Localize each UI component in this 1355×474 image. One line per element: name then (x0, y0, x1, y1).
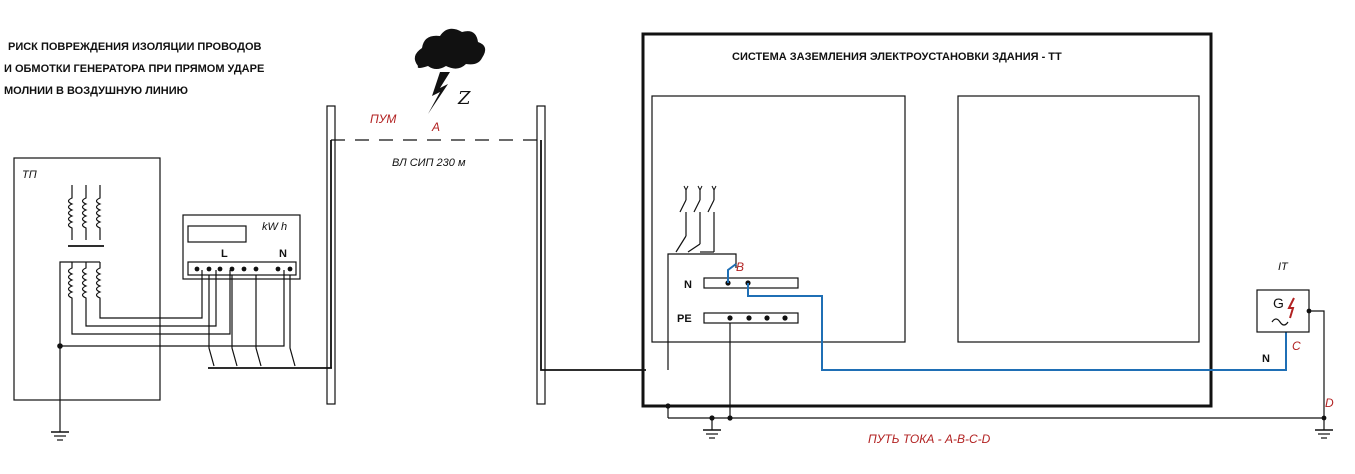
generator-system-label: IT (1278, 261, 1289, 273)
breakers (675, 185, 717, 253)
meter-unit: kW h (262, 221, 287, 233)
substation-label: ТП (22, 169, 37, 181)
point-a-label: A (431, 120, 440, 134)
spd-label: ПУМ (370, 112, 396, 126)
building-title: СИСТЕМА ЗАЗЕМЛЕНИЯ ЭЛЕКТРОУСТАНОВКИ ЗДАН… (732, 51, 1062, 63)
building-block (641, 32, 1213, 408)
title-line-1: РИСК ПОВРЕЖДЕНИЯ ИЗОЛЯЦИИ ПРОВОДОВ (8, 41, 262, 53)
title-line-2: И ОБМОТКИ ГЕНЕРАТОРА ПРИ ПРЯМОМ УДАРЕ (4, 63, 264, 75)
n-bus: N (684, 277, 799, 291)
title-line-3: МОЛНИИ В ВОЗДУШНУЮ ЛИНИЮ (4, 85, 188, 97)
current-path-caption: ПУТЬ ТОКА - A-B-C-D (868, 432, 991, 446)
generator-n-label: N (1262, 353, 1270, 365)
substation-block: ТП (13, 157, 285, 401)
current-path-line (727, 263, 1287, 371)
overhead-line-label: ВЛ СИП 230 м (392, 157, 466, 169)
pe-bus: PE (677, 312, 799, 325)
overhead-line (330, 139, 646, 371)
lightning-cloud-icon (414, 28, 486, 114)
point-c-label: C (1292, 339, 1301, 353)
generator-symbol: G (1256, 289, 1312, 333)
generator-g: G (1273, 295, 1284, 311)
transformer-primary-coils (67, 185, 104, 247)
energy-meter: kW h L N (182, 214, 332, 369)
meter-phase-label: L (221, 248, 228, 260)
pole-left (326, 105, 336, 405)
lightning-symbol: Z (457, 88, 471, 109)
point-d-label: D (1325, 396, 1334, 410)
pole-right (536, 105, 546, 405)
pe-bus-label: PE (677, 313, 692, 325)
n-bus-label: N (684, 279, 692, 291)
transformer-secondary-coils (57, 261, 102, 349)
point-b-label: B (736, 260, 744, 274)
meter-neutral-label: N (279, 248, 287, 260)
